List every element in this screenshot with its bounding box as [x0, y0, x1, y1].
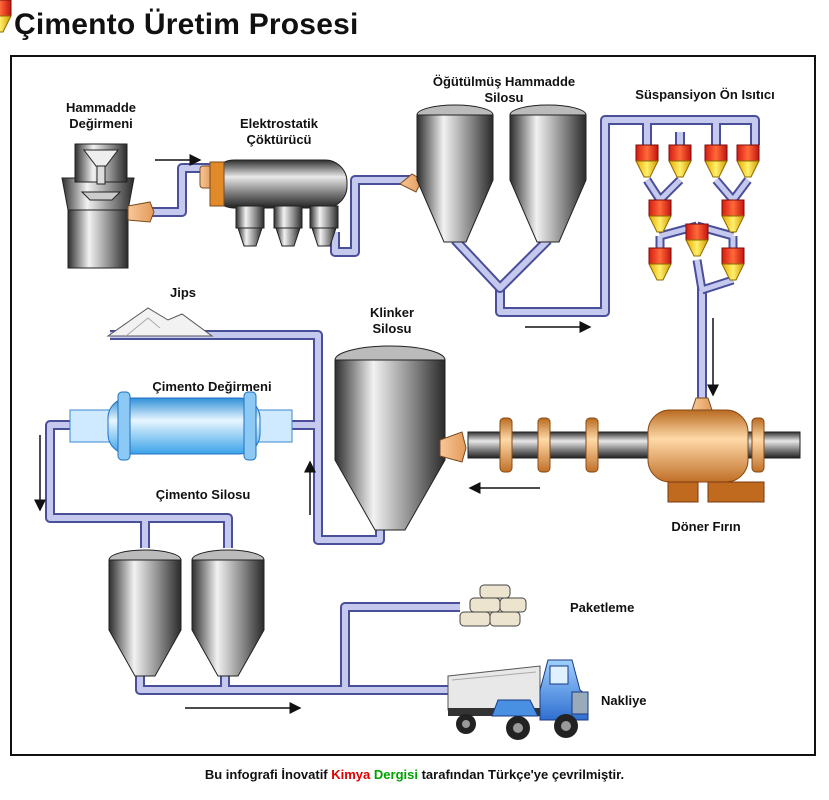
label-ogutulmus-1: Öğütülmüş Hammadde — [433, 74, 575, 89]
cement-silo-icon — [108, 549, 265, 677]
flow-arrow-icon — [34, 154, 719, 714]
cement-mill-icon — [69, 391, 293, 461]
credit-dergisi: Dergisi — [373, 767, 418, 782]
credit-kimya: Kimya — [331, 767, 371, 782]
label-doner-firin: Döner Fırın — [671, 519, 740, 534]
raw-mill-icon — [61, 143, 155, 269]
label-ogutulmus-2: Silosu — [484, 90, 523, 105]
label-suspansiyon: Süspansiyon Ön Isıtıcı — [635, 87, 774, 102]
raw-silo-icon — [399, 104, 587, 243]
label-cimento-degirmeni: Çimento Değirmeni — [152, 379, 271, 394]
pipes — [45, 115, 760, 695]
label-paketleme: Paketleme — [570, 600, 634, 615]
label-jips: Jips — [170, 285, 196, 300]
cement-bags-icon — [459, 584, 527, 627]
credit-part1: Bu infografi İnovatif — [204, 767, 332, 782]
label-elektrostatik-2: Çöktürücü — [247, 132, 312, 147]
diagram-frame — [10, 55, 816, 756]
label-hammadde-degirmeni-1: Hammadde — [66, 100, 136, 115]
rotary-kiln-icon — [467, 397, 801, 503]
clinker-silo-icon — [334, 345, 467, 531]
gypsum-pile-icon — [106, 307, 214, 337]
label-klinker-2: Silosu — [372, 321, 411, 336]
diagram-labels: Hammadde Değirmeni Elektrostatik Çöktürü… — [66, 74, 775, 708]
credit-line: Bu infografi İnovatif Kimya Dergisi tara… — [0, 767, 829, 782]
label-nakliye: Nakliye — [601, 693, 647, 708]
label-hammadde-degirmeni-2: Değirmeni — [69, 116, 133, 131]
label-cimento-silosu: Çimento Silosu — [156, 487, 251, 502]
electrostatic-precipitator-icon — [199, 159, 348, 247]
truck-icon — [447, 659, 589, 740]
label-klinker-1: Klinker — [370, 305, 414, 320]
label-elektrostatik-1: Elektrostatik — [240, 116, 319, 131]
page-title: Çimento Üretim Prosesi — [14, 8, 359, 41]
credit-part2: tarafından Türkçe'ye çevrilmiştir. — [417, 767, 625, 782]
preheater-cyclone-icon — [0, 0, 760, 281]
